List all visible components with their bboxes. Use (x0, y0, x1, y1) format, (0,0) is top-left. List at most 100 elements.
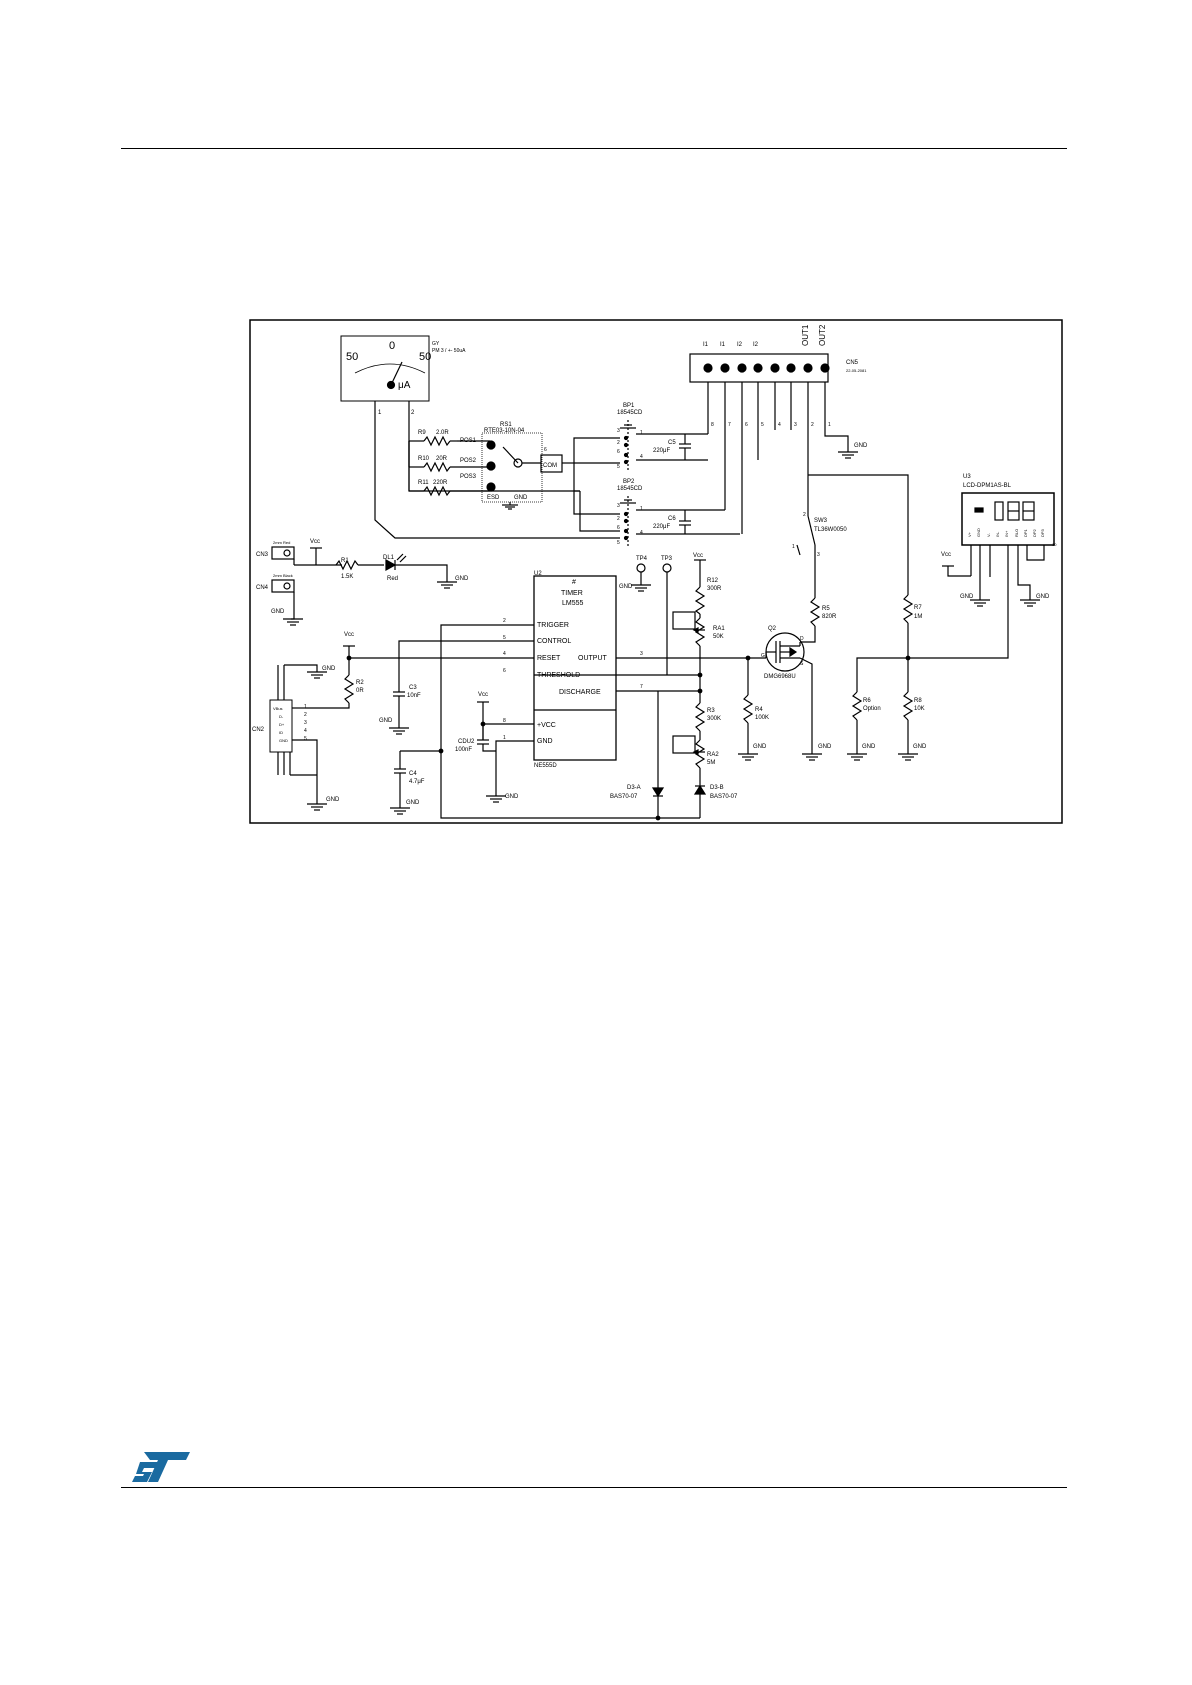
svg-text:1: 1 (640, 506, 643, 512)
svg-text:RA2: RA2 (707, 752, 719, 758)
svg-text:6: 6 (745, 422, 748, 428)
meter-scale-left: 50 (346, 351, 358, 363)
svg-text:GND: GND (854, 443, 868, 449)
svg-text:R12: R12 (707, 578, 719, 584)
svg-text:CN4: CN4 (256, 585, 269, 591)
svg-text:RA1: RA1 (713, 626, 725, 632)
svg-text:7: 7 (728, 422, 731, 428)
svg-text:S: S (800, 661, 804, 667)
svg-text:5: 5 (503, 635, 506, 641)
svg-text:100K: 100K (755, 715, 769, 721)
svg-text:2: 2 (411, 410, 415, 416)
footer-rule (121, 1487, 1067, 1488)
svg-text:Red: Red (387, 576, 398, 582)
ra1-potentiometer: RA1 50K (672, 611, 725, 647)
r5-resistor: R5 820R (809, 597, 837, 627)
cn5-connector: I1 I1 I2 I2 OUT1 OUT2 CN5 22-05-2081 8 7… (689, 324, 867, 428)
svg-text:OUT2: OUT2 (818, 324, 827, 346)
tp4-testpoint: TP4 GND (619, 556, 651, 592)
svg-text:3: 3 (617, 428, 620, 434)
svg-text:2: 2 (503, 618, 506, 624)
meter-note-2: PM 3 / +- 50uA (432, 348, 466, 354)
cn3-jack: CN3 2mm Red (256, 540, 295, 560)
svg-text:OUTPUT: OUTPUT (578, 655, 608, 662)
svg-text:GND: GND (379, 718, 393, 724)
svg-text:10: 10 (1052, 542, 1057, 547)
svg-text:IN-: IN- (995, 531, 1000, 537)
bp1-switch: BP1 18545CD 3 2 6 5 1 4 (617, 403, 643, 470)
r9-value: 2.0R (436, 430, 449, 436)
r6-resistor: R6 Option (851, 691, 881, 721)
svg-text:TIMER: TIMER (561, 590, 583, 597)
svg-text:GND: GND (406, 800, 420, 806)
svg-text:CDU2: CDU2 (458, 739, 475, 745)
svg-text:R2: R2 (356, 680, 364, 686)
svg-text:2: 2 (803, 512, 806, 518)
svg-text:4: 4 (640, 530, 643, 536)
svg-text:G: G (761, 653, 765, 659)
meter-note-1: GY (432, 341, 440, 347)
svg-text:GND: GND (619, 584, 633, 590)
tp3-testpoint: TP3 (661, 556, 673, 675)
svg-text:R6: R6 (863, 698, 871, 704)
svg-text:V+: V+ (967, 531, 972, 537)
svg-text:I1: I1 (703, 342, 709, 348)
cn4-jack: CN4 2mm Black (256, 573, 295, 593)
svg-text:3: 3 (794, 422, 797, 428)
svg-text:D+: D+ (279, 722, 285, 727)
d3b-diode: D3-B BAS70-07 (693, 784, 738, 800)
meter-scale-right: 50 (419, 351, 431, 363)
svg-text:D: D (800, 636, 804, 642)
c3-capacitor: C3 10nF GND (379, 685, 421, 735)
svg-text:220μF: 220μF (653, 524, 670, 530)
r10-value: 20R (436, 456, 448, 462)
svg-text:NE555D: NE555D (534, 763, 557, 769)
q2-mosfet: Q2 DMG6968U G D S (761, 626, 805, 680)
svg-text:2: 2 (617, 516, 620, 522)
svg-text:GND: GND (271, 609, 285, 615)
svg-text:I2: I2 (753, 342, 759, 348)
svg-text:18545CD: 18545CD (617, 410, 643, 416)
svg-text:300R: 300R (707, 586, 722, 592)
svg-text:DP2: DP2 (1032, 528, 1037, 537)
svg-text:GND: GND (537, 738, 553, 745)
svg-text:4: 4 (778, 422, 781, 428)
svg-text:D3-B: D3-B (710, 785, 724, 791)
svg-text:SW3: SW3 (814, 518, 828, 524)
r11-ref: R11 (418, 480, 429, 486)
svg-text:U2: U2 (534, 571, 542, 577)
svg-text:R1: R1 (341, 558, 349, 564)
r8-resistor: R8 10K (902, 691, 925, 721)
svg-text:R8: R8 (914, 698, 922, 704)
svg-text:3: 3 (640, 651, 643, 657)
r11-value: 220R (433, 480, 448, 486)
svg-text:2: 2 (811, 422, 814, 428)
svg-text:1.5K: 1.5K (341, 574, 353, 580)
svg-text:2mm Red: 2mm Red (273, 540, 290, 545)
cdu2-capacitor: Vcc CDU2 100nF GND (455, 692, 519, 803)
svg-text:10nF: 10nF (407, 693, 421, 699)
svg-text:5: 5 (304, 736, 307, 742)
rs1-part: RTE03-10N-04 (484, 428, 525, 434)
svg-text:R3: R3 (707, 708, 715, 714)
svg-text:D-: D- (279, 714, 284, 719)
r2-resistor: Vcc R2 0R (343, 632, 364, 704)
svg-text:COM: COM (543, 463, 557, 469)
panel-meter: 50 0 50 μA GY PM 3 / +- 50uA 1 2 (340, 335, 466, 416)
sw3-switch: SW3 TL36W0050 2 1 3 (792, 510, 847, 558)
svg-text:BAS70-07: BAS70-07 (710, 794, 738, 800)
q2-gnd: GND (802, 744, 832, 761)
svg-text:CONTROL: CONTROL (537, 638, 571, 645)
svg-text:0R: 0R (356, 688, 364, 694)
svg-text:DP3: DP3 (1040, 528, 1045, 537)
c6-capacitor: C6 220μF (636, 509, 740, 535)
svg-text:4: 4 (503, 651, 506, 657)
svg-text:2mm Black: 2mm Black (273, 573, 293, 578)
svg-text:220μF: 220μF (653, 448, 670, 454)
svg-text:BAS70-07: BAS70-07 (610, 794, 638, 800)
r3-resistor: R3 300K (694, 702, 721, 732)
svg-text:R7: R7 (914, 605, 922, 611)
r6-gnd: GND (847, 744, 876, 761)
svg-text:CN2: CN2 (252, 727, 265, 733)
